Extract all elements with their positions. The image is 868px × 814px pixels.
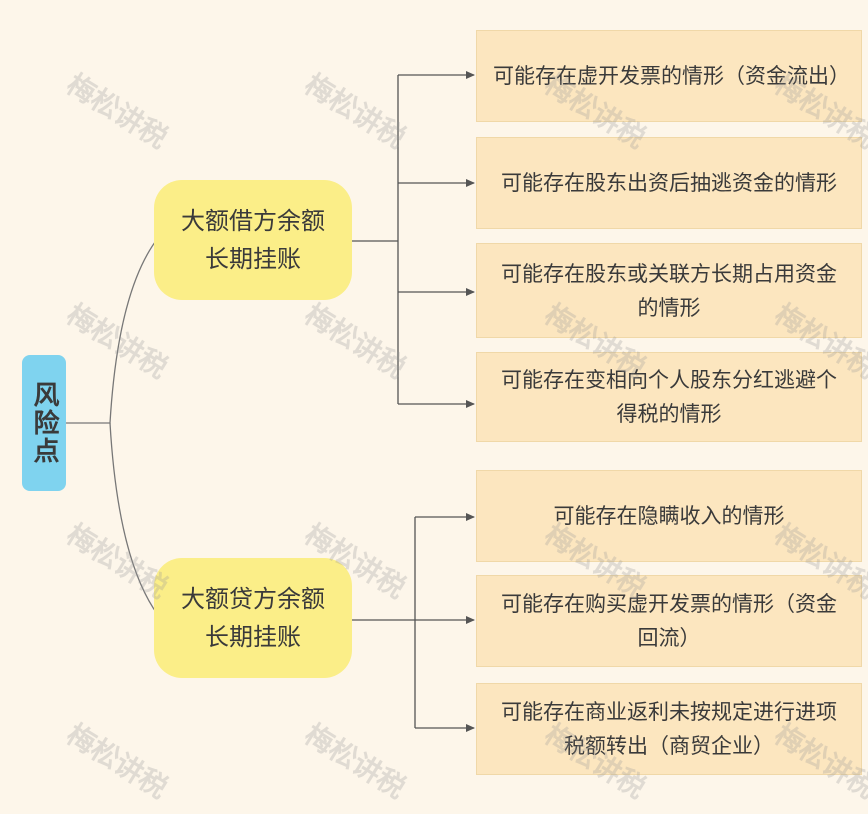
leaf-label: 可能存在购买虚开发票的情形（资金回流） [501,592,837,650]
root-label: 风险点 [29,381,59,465]
leaf-label: 可能存在商业返利未按规定进行进项税额转出（商贸企业） [501,700,837,758]
leaf-label: 可能存在隐瞒收入的情形 [553,504,785,528]
branch-node-credit: 大额贷方余额长期挂账 [154,558,352,678]
root-node: 风险点 [22,355,66,491]
leaf-node: 可能存在隐瞒收入的情形 [476,470,862,562]
branch-label: 大额贷方余额长期挂账 [181,585,325,651]
connector-root-to-branch-1 [66,237,159,424]
leaf-label: 可能存在股东或关联方长期占用资金的情形 [501,261,837,320]
leaf-node: 可能存在购买虚开发票的情形（资金回流） [476,575,862,667]
leaf-node: 可能存在股东或关联方长期占用资金的情形 [476,243,862,338]
branch-label: 大额借方余额长期挂账 [181,207,325,273]
connector-root-to-branch-2 [109,422,159,616]
leaf-node: 可能存在虚开发票的情形（资金流出） [476,30,862,122]
leaf-label: 可能存在股东出资后抽逃资金的情形 [501,171,837,195]
branch-node-debit: 大额借方余额长期挂账 [154,180,352,300]
leaf-label: 可能存在虚开发票的情形（资金流出） [493,64,850,88]
leaf-label: 可能存在变相向个人股东分红逃避个得税的情形 [501,368,837,426]
leaf-node: 可能存在变相向个人股东分红逃避个得税的情形 [476,352,862,442]
leaf-node: 可能存在股东出资后抽逃资金的情形 [476,137,862,229]
leaf-node: 可能存在商业返利未按规定进行进项税额转出（商贸企业） [476,683,862,775]
